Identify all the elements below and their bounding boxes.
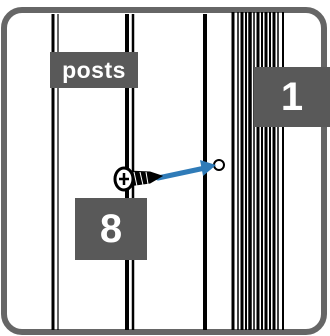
posts-label: posts [50, 52, 138, 88]
arrow-icon [155, 160, 216, 181]
screw-icon [113, 166, 164, 192]
screw-number-label: 8 [75, 198, 147, 260]
part-number-label: 1 [254, 67, 330, 127]
right-post [231, 12, 284, 330]
